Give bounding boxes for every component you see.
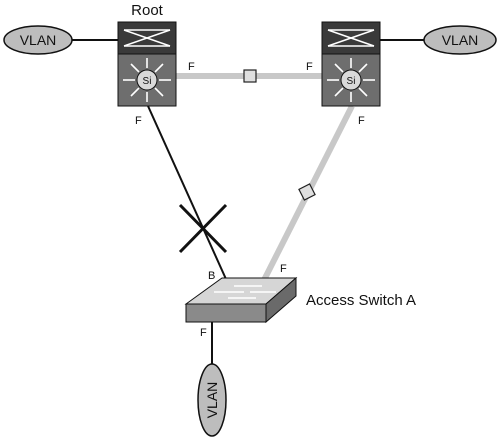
root-label: Root (131, 2, 164, 19)
port-label-root-right: F (188, 61, 195, 73)
right-distribution-switch: Si (321, 21, 381, 107)
vlan-left: VLAN (3, 25, 73, 55)
blocked-x-mark (178, 203, 228, 254)
access-switch-label: Access Switch A (306, 292, 416, 309)
link-root-to-access (147, 105, 231, 289)
root-switch: Si (117, 21, 177, 107)
link-marker-right (298, 183, 316, 201)
port-label-access-bottom: F (200, 327, 207, 339)
vlan-left-label: VLAN (20, 32, 57, 48)
port-label-right-switch-bottom: F (358, 115, 365, 127)
vlan-bottom-label: VLAN (204, 382, 220, 419)
svg-text:Si: Si (347, 76, 356, 87)
vlan-bottom: VLAN (197, 363, 227, 437)
port-label-right-switch-left: F (306, 61, 313, 73)
port-label-access-blocking: B (208, 270, 215, 282)
port-label-root-bottom: F (135, 115, 142, 127)
svg-text:Si: Si (143, 76, 152, 87)
vlan-right-label: VLAN (442, 32, 479, 48)
link-marker-top (243, 69, 257, 83)
port-label-access-forwarding: F (280, 263, 287, 275)
vlan-right: VLAN (423, 25, 497, 55)
access-switch (184, 276, 298, 324)
